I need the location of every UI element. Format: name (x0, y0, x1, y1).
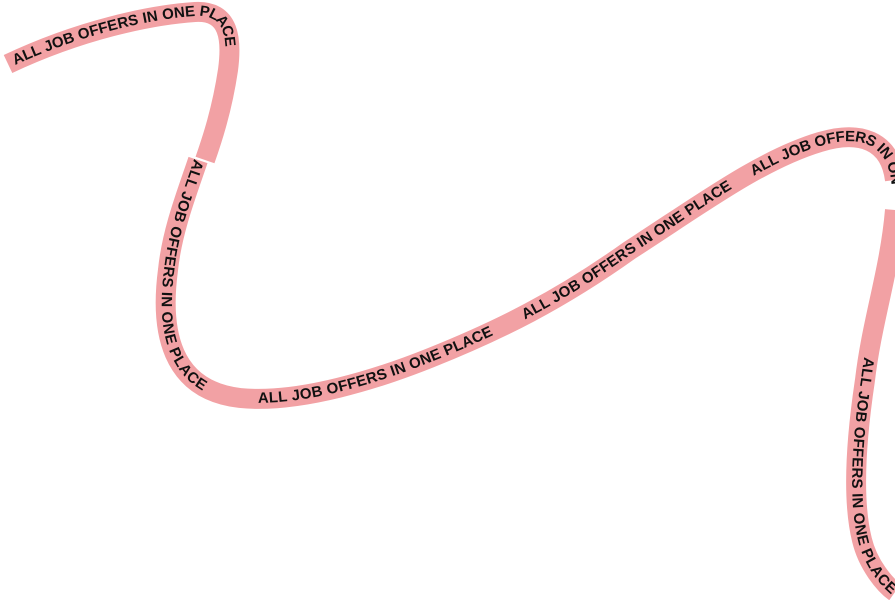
ribbon-text-right: ALL JOB OFFERS IN ONE PLACE (848, 356, 895, 597)
ribbon-text-middle-1: ALL JOB OFFERS IN ONE PLACE (158, 157, 210, 394)
ribbon-segment-top (8, 12, 229, 160)
ribbon-text-middle-3: ALL JOB OFFERS IN ONE PLACE (519, 177, 735, 323)
ribbon-segment-middle (166, 137, 895, 399)
